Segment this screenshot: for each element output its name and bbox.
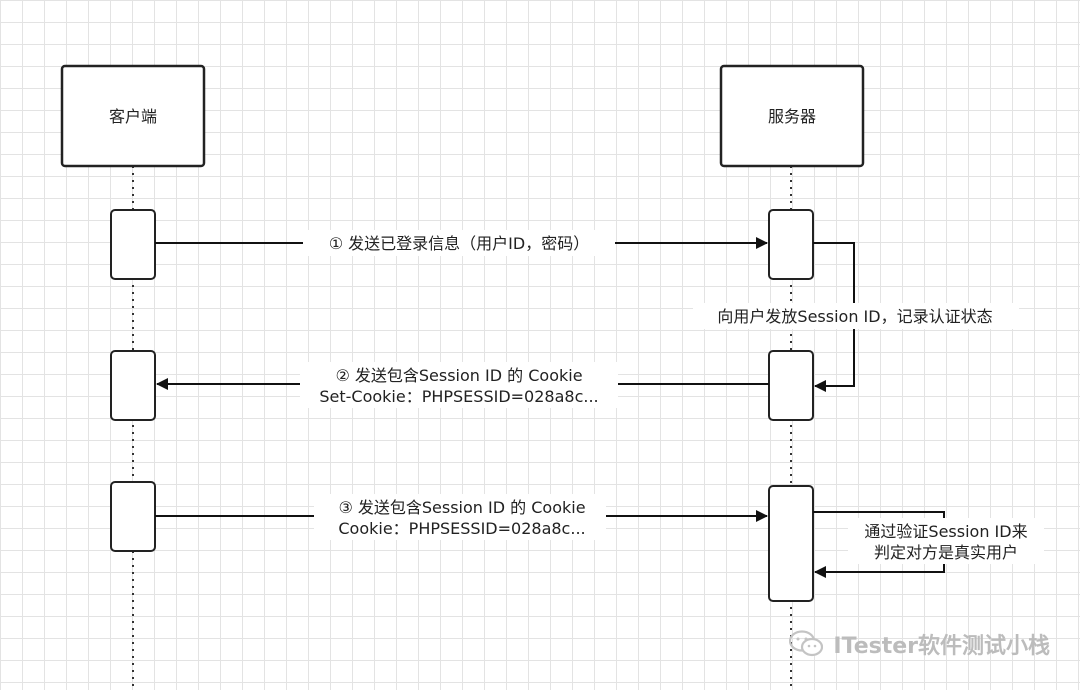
server-participant: 服务器 [719, 64, 865, 168]
client-participant: 客户端 [60, 64, 206, 168]
server-activation-2 [768, 350, 814, 421]
client-activation-2 [110, 350, 156, 421]
client-label: 客户端 [109, 107, 157, 126]
wechat-icon [789, 630, 824, 657]
note-1-bg [693, 303, 1019, 329]
message-3-label-bg [314, 494, 606, 540]
server-label: 服务器 [768, 107, 816, 126]
note-1-label: 向用户发放Session ID，记录认证状态 [717, 307, 992, 326]
note-2-bg [848, 518, 1044, 564]
note-2-label-line2: 判定对方是真实用户 [874, 543, 1018, 562]
watermark-text: ITester软件测试小栈 [833, 634, 1050, 659]
message-3-label-line2: Cookie：PHPSESSID=028a8c... [338, 519, 585, 538]
client-activation-1 [110, 209, 156, 280]
server-activation-1 [768, 209, 814, 280]
message-1-label-bg [303, 230, 615, 256]
watermark: ITester软件测试小栈 [789, 628, 1050, 660]
message-2-label-bg [300, 362, 618, 408]
server-activation-3 [768, 485, 814, 602]
message-2-label-line2: Set-Cookie：PHPSESSID=028a8c... [319, 387, 598, 406]
message-2-label-line1: ② 发送包含Session ID 的 Cookie [335, 366, 582, 385]
note-2-label-line1: 通过验证Session ID来 [864, 522, 1027, 541]
client-activation-3 [110, 481, 156, 552]
message-1-label: ① 发送已登录信息（用户ID，密码） [329, 234, 589, 253]
message-3-label-line1: ③ 发送包含Session ID 的 Cookie [338, 498, 585, 517]
